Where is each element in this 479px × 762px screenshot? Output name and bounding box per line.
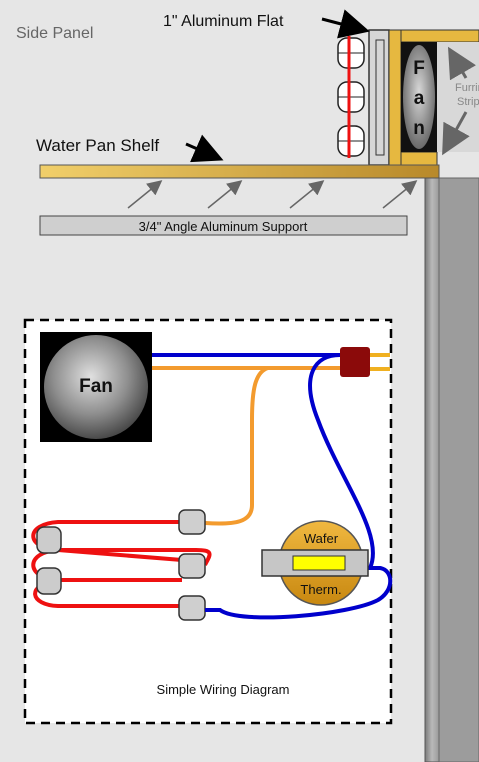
blue-wire-upper <box>308 353 375 569</box>
thermostat-label-2: Therm. <box>300 582 341 597</box>
connector-plug-icon <box>340 347 370 377</box>
wafer-element <box>292 555 346 571</box>
aluminum-flat-inner <box>375 39 385 156</box>
side-panel-title: Side Panel <box>16 25 93 42</box>
vertical-post <box>424 177 440 762</box>
furring-strip-left <box>388 29 402 166</box>
terminal-connectors <box>178 509 206 621</box>
wiring-caption: Simple Wiring Diagram <box>157 682 290 697</box>
fan-letter-3: n <box>413 118 425 139</box>
blue-wire-lower <box>205 566 393 620</box>
orange-wire-to-coil <box>204 366 269 526</box>
angle-aluminum-support <box>39 215 408 236</box>
water-pan-shelf <box>39 164 440 179</box>
coil-end-caps <box>36 526 62 595</box>
furring-strips-label-1: Furring <box>455 82 479 94</box>
fan-side-icon <box>403 45 435 149</box>
angle-support-label: 3/4" Angle Aluminum Support <box>139 219 308 234</box>
fan-icon <box>44 335 148 439</box>
side-wall <box>438 177 479 762</box>
water-pan-shelf-label: Water Pan Shelf <box>36 136 159 155</box>
furring-strip-top <box>400 29 479 43</box>
water-pan-shelf-arrow <box>185 134 224 163</box>
fan-letter-1: F <box>413 58 425 79</box>
aluminum-flat-label: 1" Aluminum Flat <box>163 13 284 30</box>
aluminum-flat <box>368 29 390 166</box>
thermostat-label-1: Wafer <box>304 531 339 546</box>
heater-coil-icon <box>337 36 365 158</box>
fan-label: Fan <box>79 376 113 397</box>
fan-letter-2: a <box>414 88 425 109</box>
furring-strips-label-2: Strips <box>457 96 479 108</box>
furring-arrow-up <box>448 46 476 81</box>
aluminum-flat-arrow <box>321 9 370 39</box>
furring-arrow-down <box>442 111 470 156</box>
support-arrows <box>127 180 418 209</box>
furring-strip-bottom <box>400 151 438 166</box>
